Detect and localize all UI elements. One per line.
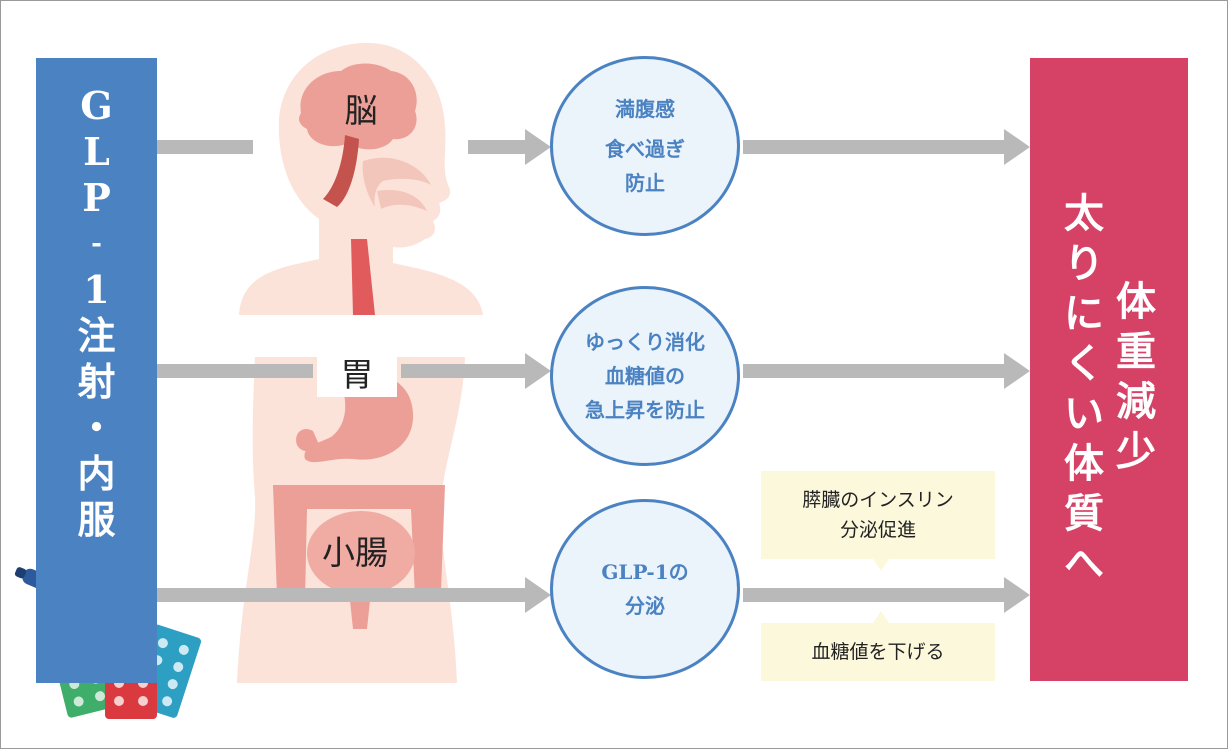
organ-label-stomach: 胃 [317,353,397,397]
result-char: い [1064,390,1104,437]
result-char: に [1064,290,1104,337]
result-weight-loss: 体 重 減 少 [1111,277,1161,477]
note-line: 膵臓のインスリン [802,489,954,511]
arrow-brain-right-head [1004,129,1030,165]
effect-circle-stomach: ゆっくり消化 血糖値の 急上昇を防止 [550,286,740,466]
arrow-intestine-right-head [1004,577,1030,613]
arrow-brain-mid [468,140,528,154]
left-char: G [80,83,113,128]
result-char: り [1064,240,1104,287]
effect-line: 血糖値の [605,364,685,388]
left-char: - [91,229,102,259]
result-char: 重 [1116,328,1156,375]
left-char: 服 [77,497,116,542]
small-intestine [307,511,415,595]
left-char: P [82,175,111,220]
effect-line: 食べ過ぎ [605,137,685,161]
arrow-brain-right [743,140,1005,154]
effect-line: 防止 [625,171,665,195]
result-panel [1030,58,1188,681]
result-char: 体 [1064,440,1104,487]
left-char: L [83,129,110,174]
note-line: 分泌促進 [839,519,916,541]
result-char: 太 [1064,190,1104,237]
effect-line: ゆっくり消化 [585,330,705,354]
arrow-intestine-right [743,588,1005,602]
note-pancreas-insulin: 膵臓のインスリン 分泌促進 [761,471,995,559]
arrow-intestine-left [157,588,528,602]
arrow-stomach-right-head [1004,353,1030,389]
effect-circle-intestine: GLP-1の 分泌 [550,499,740,679]
head-silhouette [239,42,483,315]
result-char: 質 [1064,490,1104,537]
organ-label-brain: 脳 [344,91,378,130]
effect-line: 急上昇を防止 [585,398,705,422]
left-char: 内 [77,451,116,496]
note-glucose-pointer [873,611,889,623]
arrow-brain-mid-head [525,129,551,165]
result-hard-to-gain-weight: 太 り に く い 体 質 へ [1059,189,1109,589]
result-char: 少 [1116,428,1156,475]
arrow-stomach-mid [401,364,528,378]
result-char: へ [1064,540,1104,587]
result-char: 体 [1116,278,1156,325]
arrow-stomach-left [157,364,313,378]
result-char: く [1064,340,1104,387]
result-char: 減 [1116,378,1156,425]
left-char: 射 [77,359,116,404]
effect-line: 満腹感 [615,97,675,121]
effect-line: GLP-1の [601,560,689,584]
glp1-treatment-label: G L P - 1 注 射 ・ 内 服 [36,83,157,543]
left-char: 1 [83,267,110,312]
note-pancreas-pointer [873,559,889,571]
brain-shape [299,63,417,150]
left-char: 注 [77,313,116,358]
effect-line: 分泌 [625,594,665,618]
arrow-stomach-mid-head [525,353,551,389]
large-intestine [273,485,445,599]
arrow-brain-left [157,140,253,154]
left-char: ・ [77,405,116,450]
arrow-stomach-right [743,364,1005,378]
brain-stem [323,135,359,207]
nasal-cavity [362,157,431,207]
note-lower-glucose: 血糖値を下げる [761,623,995,681]
glp1-treatment-panel [36,58,157,683]
esophagus [351,239,375,315]
organ-label-intestine: 小腸 [322,533,388,572]
effect-circle-brain: 満腹感 食べ過ぎ 防止 [550,56,740,236]
note-line: 血糖値を下げる [811,641,945,663]
arrow-intestine-mid-head [525,577,551,613]
